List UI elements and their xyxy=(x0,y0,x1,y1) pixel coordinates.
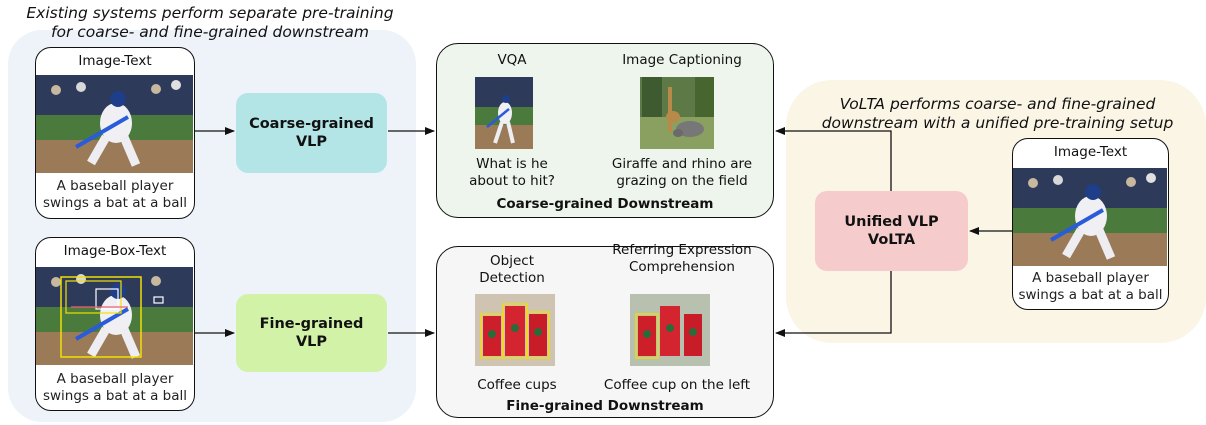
unified-vlp-box: Unified VLP VoLTA xyxy=(815,191,968,271)
card-text: A baseball player swings a bat at a ball xyxy=(42,178,188,211)
vqa-label: VQA xyxy=(497,52,527,68)
coarse-grained-vlp-box: Coarse-grained VLP xyxy=(236,93,387,173)
image-text-card: Image-Text A baseball player swings a ba… xyxy=(35,47,195,219)
fine-grained-vlp-box: Fine-grained VLP xyxy=(236,294,387,372)
coarse-downstream-title: Coarse-grained Downstream xyxy=(496,196,714,212)
giraffe-rhino-photo xyxy=(640,77,714,149)
vqa-photo xyxy=(475,77,533,149)
left-caption: Existing systems perform separate pre-tr… xyxy=(26,4,394,41)
detection-text: Coffee cups xyxy=(477,377,557,393)
baseball-photo xyxy=(36,75,193,173)
baseball-photo-boxes xyxy=(36,267,193,365)
vqa-question: What is he about to hit? xyxy=(469,156,555,189)
coffee-cups-photo xyxy=(475,294,555,366)
detection-label: Object Detection xyxy=(479,253,545,286)
card-text: A baseball player swings a bat at a ball xyxy=(42,371,188,404)
card-title: Image-Box-Text xyxy=(63,243,167,259)
coarse-grained-downstream-box: VQA Image Captioning What is he about to… xyxy=(436,43,774,218)
baseball-photo xyxy=(1013,168,1167,266)
caption-text: Giraffe and rhino are grazing on the fie… xyxy=(611,156,753,189)
card-text: A baseball player swings a bat at a ball xyxy=(1018,270,1163,303)
fine-downstream-title: Fine-grained Downstream xyxy=(506,398,704,414)
card-title: Image-Text xyxy=(78,53,152,69)
referring-text: Coffee cup on the left xyxy=(603,377,751,393)
arrow-unified-to-coarse xyxy=(775,127,892,191)
right-caption: VoLTA performs coarse- and fine-grained … xyxy=(821,95,1174,132)
right-image-text-card: Image-Text A baseball player swings a ba… xyxy=(1012,138,1169,310)
arrow-unified-to-fine xyxy=(775,271,892,337)
referring-label: Referring Expression Comprehension xyxy=(612,242,752,275)
fine-grained-downstream-box: Object Detection Referring Expression Co… xyxy=(436,242,774,418)
coffee-cup-left-photo xyxy=(630,294,710,366)
image-box-text-card: Image-Box-Text A baseball player swings … xyxy=(35,237,195,411)
captioning-label: Image Captioning xyxy=(622,52,742,68)
card-title: Image-Text xyxy=(1053,144,1128,160)
